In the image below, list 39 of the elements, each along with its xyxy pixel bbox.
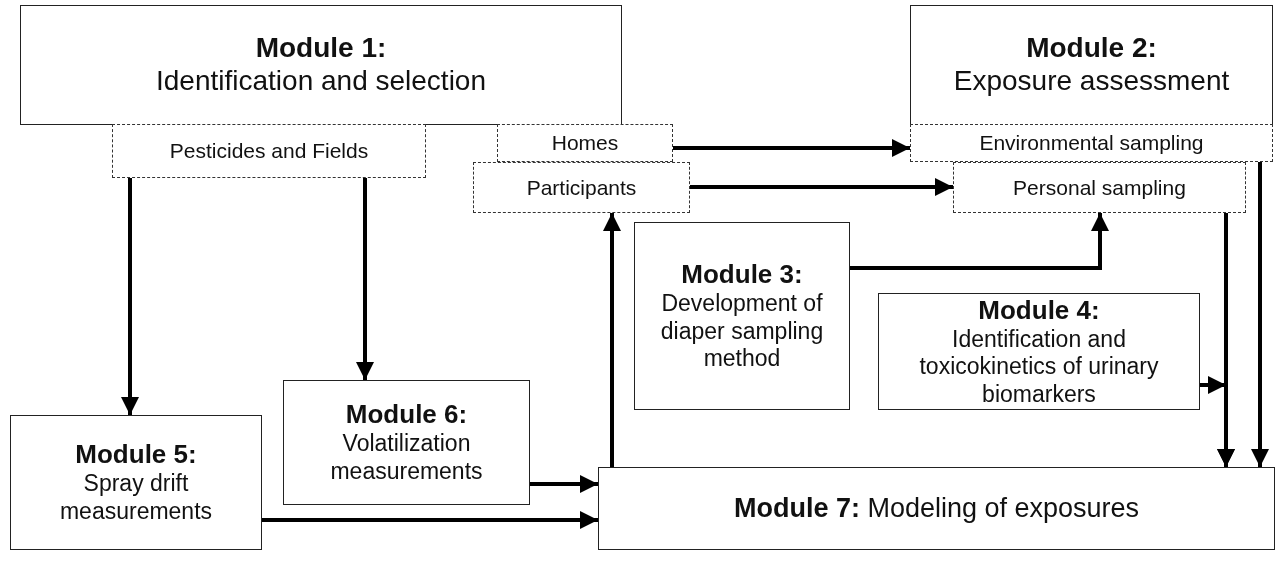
dashed-box <box>953 162 1246 213</box>
dashed-box <box>112 124 426 178</box>
module-title: Module 1: <box>255 32 387 65</box>
module-box <box>598 467 1275 550</box>
arrow <box>530 475 598 493</box>
module-title: Module 2: <box>1026 32 1157 65</box>
module-title: Module 5: <box>75 439 197 471</box>
module-box <box>634 222 850 410</box>
module-box <box>20 5 622 125</box>
box-label: Spray drift measurements <box>58 470 214 526</box>
arrow <box>1251 162 1269 467</box>
module-box <box>910 5 1273 125</box>
box-label: Identification and toxicokinetics of urinary biomarkers <box>918 325 1160 409</box>
box-label: Identification and selection <box>156 64 486 98</box>
dashed-box <box>473 162 690 213</box>
arrow <box>356 178 374 380</box>
box-label: Volatilization measurements <box>329 430 484 486</box>
box-label: Personal sampling <box>1013 174 1186 201</box>
box-label: Homes <box>551 130 619 156</box>
module-title: Module 6: <box>345 399 468 431</box>
arrow <box>262 511 598 529</box>
box-label: Environmental sampling <box>979 130 1204 156</box>
arrow <box>850 213 1109 270</box>
arrow <box>673 139 910 157</box>
dashed-box <box>910 124 1273 162</box>
box-label: Exposure assessment <box>953 64 1230 98</box>
arrow <box>121 178 139 415</box>
box-label: Participants <box>526 174 637 201</box>
arrow <box>603 213 621 467</box>
dashed-box <box>497 124 673 162</box>
box-label: Module 7: Modeling of exposures <box>733 492 1140 525</box>
module-box <box>878 293 1200 410</box>
module-title: Module 3: <box>681 259 803 291</box>
module-box <box>10 415 262 550</box>
box-label: Pesticides and Fields <box>169 138 369 164</box>
module-box <box>283 380 530 505</box>
box-label: Development of diaper sampling method <box>659 290 825 373</box>
arrow <box>690 178 953 196</box>
module-title: Module 4: <box>978 294 1100 326</box>
